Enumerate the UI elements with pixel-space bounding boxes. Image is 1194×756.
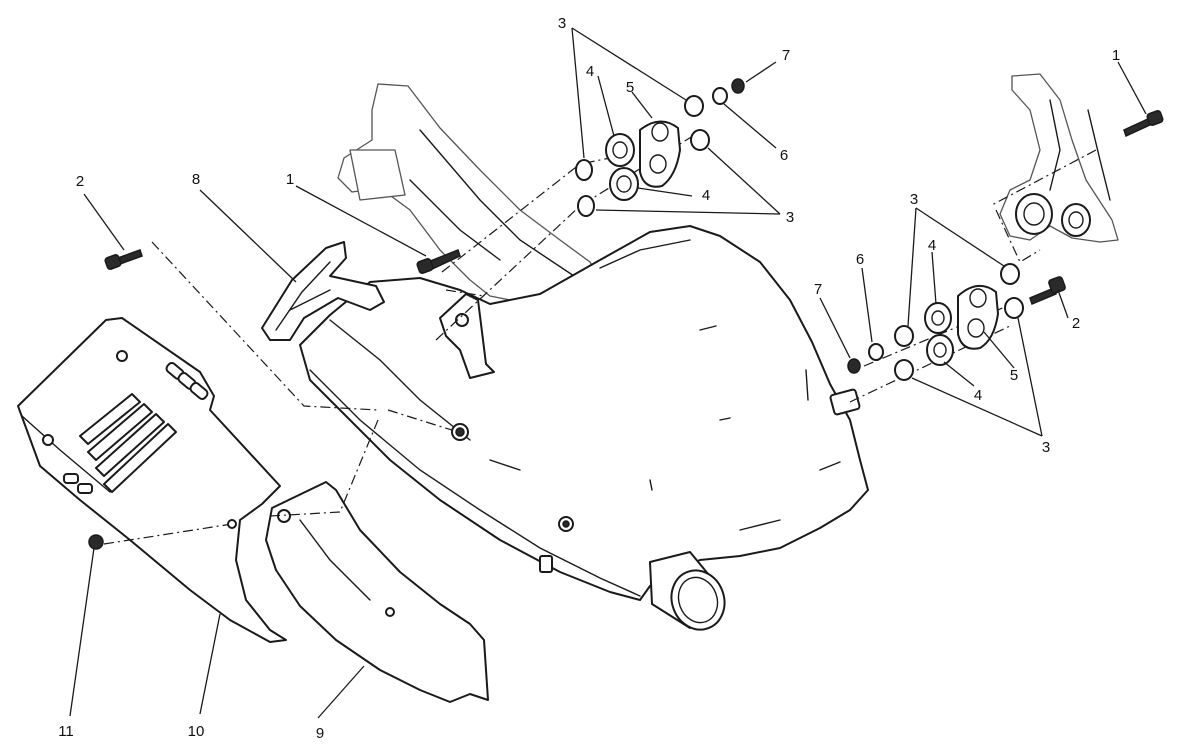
- grommet-10: [227, 519, 237, 529]
- callout-3-right-bottom: 3: [1042, 439, 1050, 456]
- bolt-2-right: [1029, 276, 1066, 306]
- heat-guard-10: [17, 317, 287, 643]
- tail-pipe: [649, 551, 726, 631]
- screw-11: [88, 534, 104, 550]
- bolt-2-left: [104, 249, 143, 270]
- callout-8: 8: [192, 171, 200, 188]
- callout-5-right: 5: [1010, 367, 1018, 384]
- callout-4-top: 4: [586, 63, 594, 80]
- callout-5-top: 5: [626, 79, 634, 96]
- callout-2-right: 2: [1072, 315, 1080, 332]
- silencer-body: [299, 225, 869, 601]
- callout-1-left: 1: [286, 171, 294, 188]
- callout-3-right-top: 3: [910, 191, 918, 208]
- bolt-1-upper: [416, 249, 461, 274]
- callout-7-right: 7: [814, 281, 822, 298]
- callout-9: 9: [316, 725, 324, 742]
- bolt-1-right: [1123, 110, 1164, 138]
- hardware-group-upper: [575, 78, 745, 217]
- callout-1-right: 1: [1112, 47, 1120, 64]
- callout-10: 10: [188, 723, 205, 740]
- callout-6-top: 6: [780, 147, 788, 164]
- callout-3-top: 3: [558, 15, 566, 32]
- frame-bracket-right: [999, 73, 1119, 243]
- frame-bracket-center: [337, 83, 601, 303]
- callout-4-right-top: 4: [928, 237, 936, 254]
- clip-shield-8: [261, 241, 385, 341]
- leader-lines: [69, 27, 1147, 719]
- callout-2-left: 2: [76, 173, 84, 190]
- callout-labels: 3 7 4 5 6 4 3 1 2 8 1 3 6 4 7 2 5 4 3 11…: [58, 15, 1120, 742]
- callout-7-top: 7: [782, 47, 790, 64]
- hardware-group-right: [847, 263, 1024, 381]
- callout-4-mid: 4: [702, 187, 710, 204]
- heat-guard-9: [265, 481, 489, 703]
- callout-11: 11: [58, 723, 74, 740]
- callout-3-mid: 3: [786, 209, 794, 226]
- callout-4-right-bottom: 4: [974, 387, 982, 404]
- callout-6-right: 6: [856, 251, 864, 268]
- nut-shield: [451, 423, 469, 441]
